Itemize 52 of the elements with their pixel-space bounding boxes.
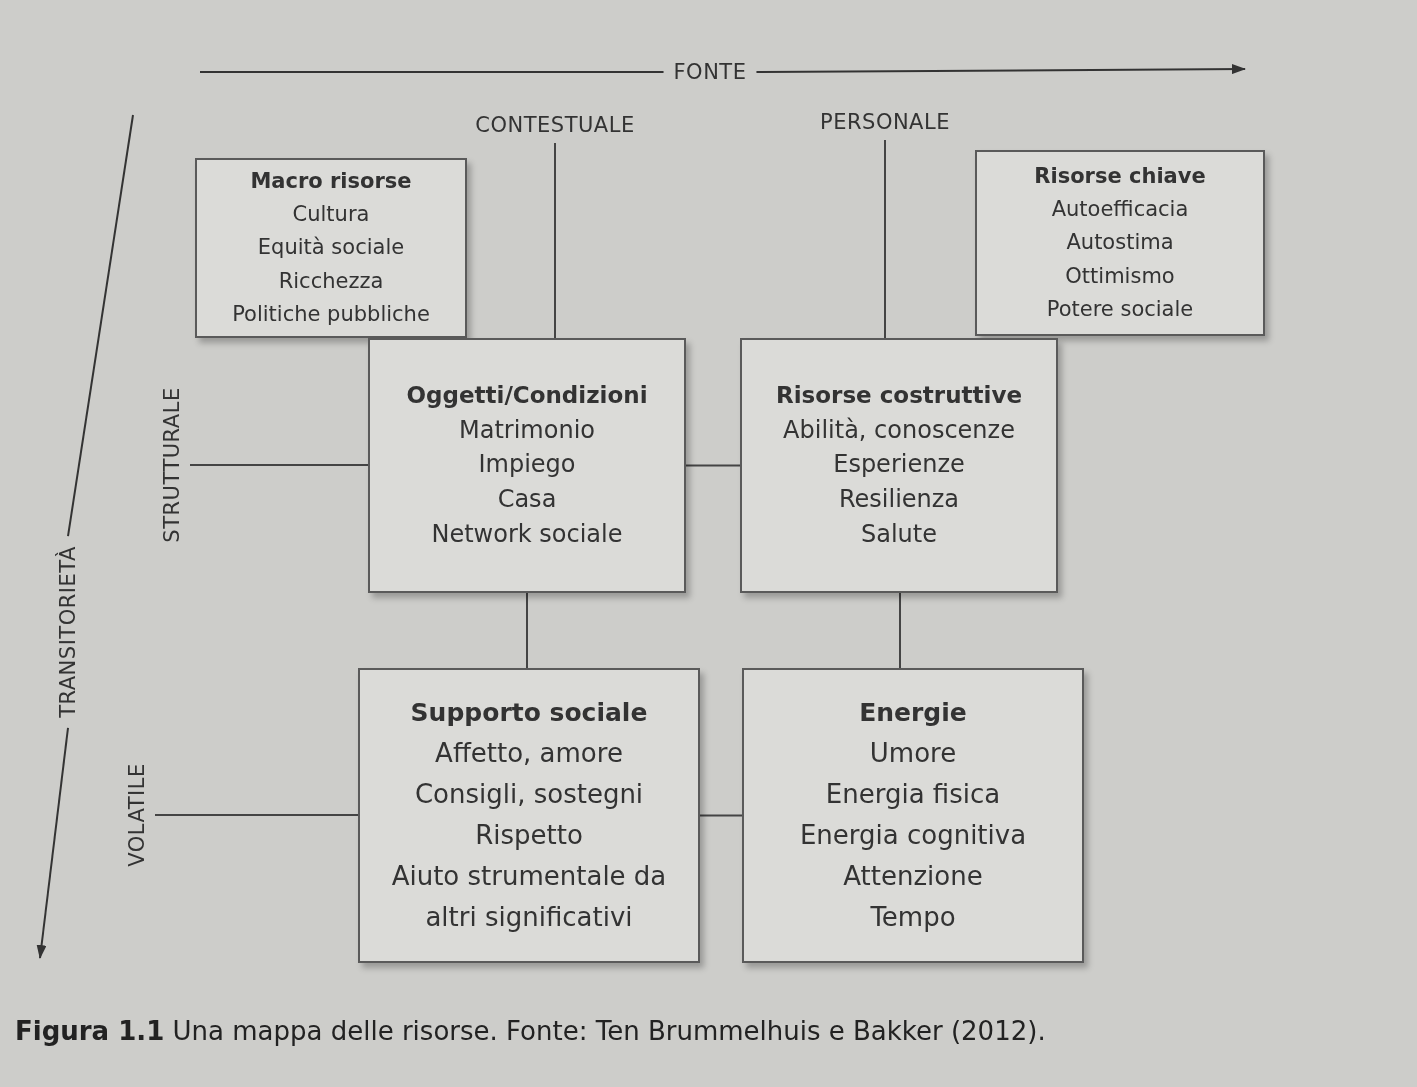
- resource-item: Politiche pubbliche: [232, 300, 430, 328]
- connector-line: [154, 814, 359, 816]
- figure-caption: Figura 1.1 Una mappa delle risorse. Fonte: Ten Brummelhuis e Bakker (2012).: [15, 1016, 1046, 1046]
- column-label: PERSONALE: [820, 110, 950, 134]
- resource-item: Aiuto strumentale da altri significativi: [390, 859, 668, 934]
- resource-item: Tempo: [870, 900, 956, 934]
- resource-item: Umore: [869, 736, 957, 770]
- resource-item: Consigli, sostegni: [414, 777, 644, 811]
- resource-item: Esperienze: [833, 449, 965, 481]
- resource-item: Salute: [861, 518, 937, 550]
- connector-line: [526, 592, 528, 669]
- resource-item: Energia fisica: [825, 777, 1001, 811]
- resource-item: Cultura: [292, 201, 370, 229]
- resource-item: Casa: [497, 484, 557, 516]
- row-label: VOLATILE: [125, 763, 149, 867]
- resource-item: Autostima: [1066, 229, 1174, 257]
- resource-item: Abilità, conoscenze: [783, 414, 1015, 446]
- resource-item: Rispetto: [475, 818, 583, 852]
- connector-line: [554, 142, 556, 339]
- resource-box: [740, 338, 1058, 593]
- connector-line: [189, 464, 369, 466]
- connector-line: [884, 139, 886, 339]
- resource-item: Impiego: [478, 449, 576, 481]
- box-heading: Energie: [859, 697, 967, 730]
- resource-item: Attenzione: [843, 859, 983, 893]
- resource-box: [742, 668, 1084, 963]
- connector-line: [699, 814, 743, 817]
- row-label: STRUTTURALE: [160, 387, 184, 543]
- axis-label: TRANSITORIETÀ: [56, 546, 80, 718]
- axis-label: FONTE: [673, 60, 747, 84]
- resource-item: Potere sociale: [1046, 295, 1194, 323]
- resource-item: Ottimismo: [1065, 262, 1175, 290]
- box-heading: Risorse chiave: [1034, 163, 1206, 191]
- connector-line: [899, 592, 901, 669]
- resource-box: [368, 338, 686, 593]
- resource-box: [195, 158, 467, 338]
- resource-item: Ricchezza: [278, 267, 384, 295]
- resource-item: Energia cognitiva: [799, 818, 1027, 852]
- resource-item: Autoefficacia: [1051, 196, 1189, 224]
- connector-line: [685, 464, 741, 467]
- resource-box: [975, 150, 1265, 336]
- resource-item: Equità sociale: [257, 234, 405, 262]
- box-heading: Risorse costruttive: [776, 381, 1022, 411]
- box-heading: Oggetti/Condizioni: [406, 381, 648, 411]
- box-heading: Supporto sociale: [410, 697, 648, 730]
- column-label: CONTESTUALE: [475, 113, 635, 137]
- resource-item: Matrimonio: [459, 414, 595, 446]
- box-heading: Macro risorse: [250, 168, 412, 196]
- resource-item: Network sociale: [431, 518, 623, 550]
- resource-box: [358, 668, 700, 963]
- resource-item: Resilienza: [838, 484, 960, 516]
- resource-item: Affetto, amore: [435, 736, 623, 770]
